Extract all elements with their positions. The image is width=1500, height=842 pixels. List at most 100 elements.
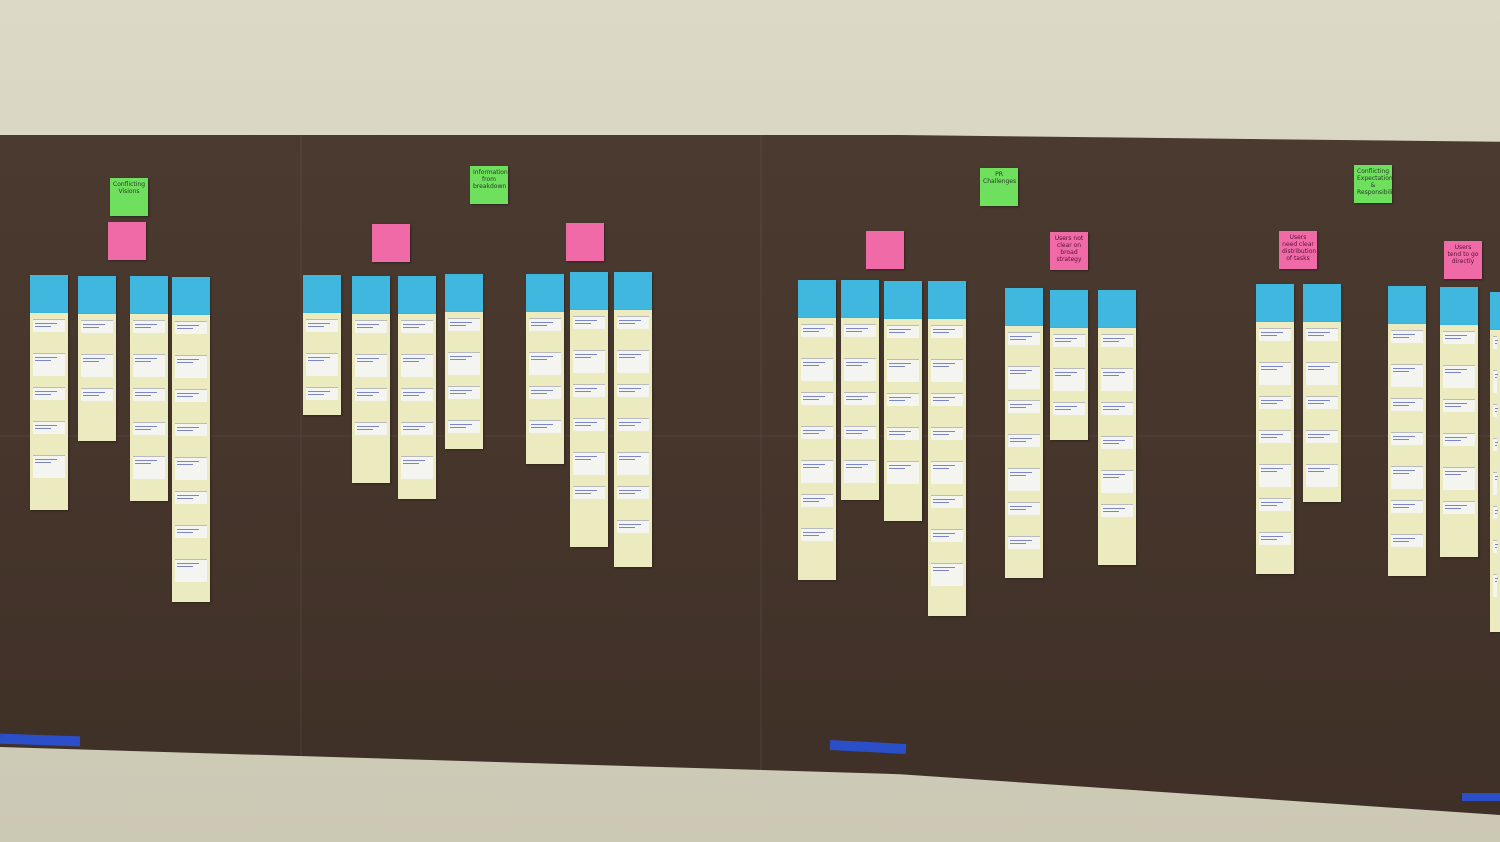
printed-note-card [1101, 402, 1133, 415]
printed-note-card [1008, 468, 1040, 491]
printed-note-card [355, 354, 387, 377]
column-header-note [445, 274, 483, 312]
printed-note-card [306, 319, 338, 332]
note-column [303, 275, 341, 415]
column-header-note [130, 276, 168, 314]
printed-note-card [448, 420, 480, 433]
printed-note-card [1493, 336, 1498, 349]
column-header-note [570, 272, 608, 310]
note-column [30, 275, 68, 510]
printed-note-card [617, 316, 649, 329]
note-column [526, 274, 564, 464]
note-column [1005, 288, 1043, 578]
printed-note-card [1259, 328, 1291, 341]
column-header-note [1490, 292, 1500, 330]
printed-note-card [133, 388, 165, 401]
printed-note-card [33, 455, 65, 478]
printed-note-card [844, 426, 876, 439]
printed-note-card [1101, 334, 1133, 347]
printed-note-card [355, 388, 387, 401]
printed-note-card [81, 320, 113, 333]
printed-note-card [931, 461, 963, 484]
column-header-note [303, 275, 341, 313]
printed-note-card [33, 353, 65, 376]
printed-note-card [801, 426, 833, 439]
printed-note-card [1101, 504, 1133, 517]
printed-note-card [617, 384, 649, 397]
printed-note-card [801, 460, 833, 483]
printed-note-card [1391, 534, 1423, 547]
column-body [841, 318, 879, 500]
subgroup-note [866, 231, 904, 269]
group-note: Information from breakdown [470, 166, 508, 204]
column-header-note [352, 276, 390, 314]
printed-note-card [448, 386, 480, 399]
printed-note-card [529, 318, 561, 331]
printed-note-card [1306, 328, 1338, 341]
printed-note-card [1306, 396, 1338, 409]
printed-note-card [529, 386, 561, 399]
printed-note-card [887, 461, 919, 484]
printed-note-card [617, 452, 649, 475]
printed-note-card [1443, 331, 1475, 344]
column-header-note [1050, 290, 1088, 328]
printed-note-card [401, 320, 433, 333]
printed-note-card [844, 358, 876, 381]
printed-note-card [1306, 362, 1338, 385]
printed-note-card [1391, 500, 1423, 513]
column-header-note [841, 280, 879, 318]
column-body [303, 313, 341, 415]
brown-paper-board [0, 135, 1500, 815]
printed-note-card [931, 359, 963, 382]
printed-note-card [1008, 332, 1040, 345]
printed-note-card [133, 456, 165, 479]
printed-note-card [801, 528, 833, 541]
printed-note-card [887, 359, 919, 382]
column-body [398, 314, 436, 499]
column-header-note [1256, 284, 1294, 322]
tape [1462, 793, 1500, 801]
printed-note-card [1443, 433, 1475, 446]
subgroup-note: Users not clear on broad strategy [1050, 232, 1088, 270]
printed-note-card [1391, 330, 1423, 343]
group-note: Conflicting Expectations & Responsibilit… [1354, 165, 1392, 203]
printed-note-card [931, 563, 963, 586]
printed-note-card [617, 486, 649, 499]
note-column [798, 280, 836, 580]
printed-note-card [175, 525, 207, 538]
note-column [884, 281, 922, 521]
printed-note-card [617, 520, 649, 533]
column-body [172, 315, 210, 602]
printed-note-card [306, 353, 338, 376]
printed-note-card [401, 456, 433, 479]
printed-note-card [573, 316, 605, 329]
printed-note-card [1008, 434, 1040, 447]
group-note: PR Challenges [980, 168, 1018, 206]
column-body [445, 312, 483, 449]
printed-note-card [175, 559, 207, 582]
printed-note-card [175, 457, 207, 480]
printed-note-card [931, 529, 963, 542]
printed-note-card [887, 427, 919, 440]
column-body [1050, 328, 1088, 440]
printed-note-card [573, 418, 605, 431]
printed-note-card [844, 324, 876, 337]
printed-note-card [1101, 368, 1133, 391]
column-header-note [398, 276, 436, 314]
note-column [398, 276, 436, 499]
printed-note-card [1391, 398, 1423, 411]
printed-note-card [1008, 366, 1040, 389]
printed-note-card [306, 387, 338, 400]
printed-note-card [448, 352, 480, 375]
printed-note-card [33, 421, 65, 434]
column-header-note [1388, 286, 1426, 324]
column-body [1098, 328, 1136, 565]
printed-note-card [1493, 438, 1498, 451]
printed-note-card [1391, 432, 1423, 445]
note-column [1256, 284, 1294, 574]
printed-note-card [801, 324, 833, 337]
printed-note-card [401, 388, 433, 401]
column-body [1256, 322, 1294, 574]
printed-note-card [133, 320, 165, 333]
subgroup-note: Users tend to go directly [1444, 241, 1482, 279]
